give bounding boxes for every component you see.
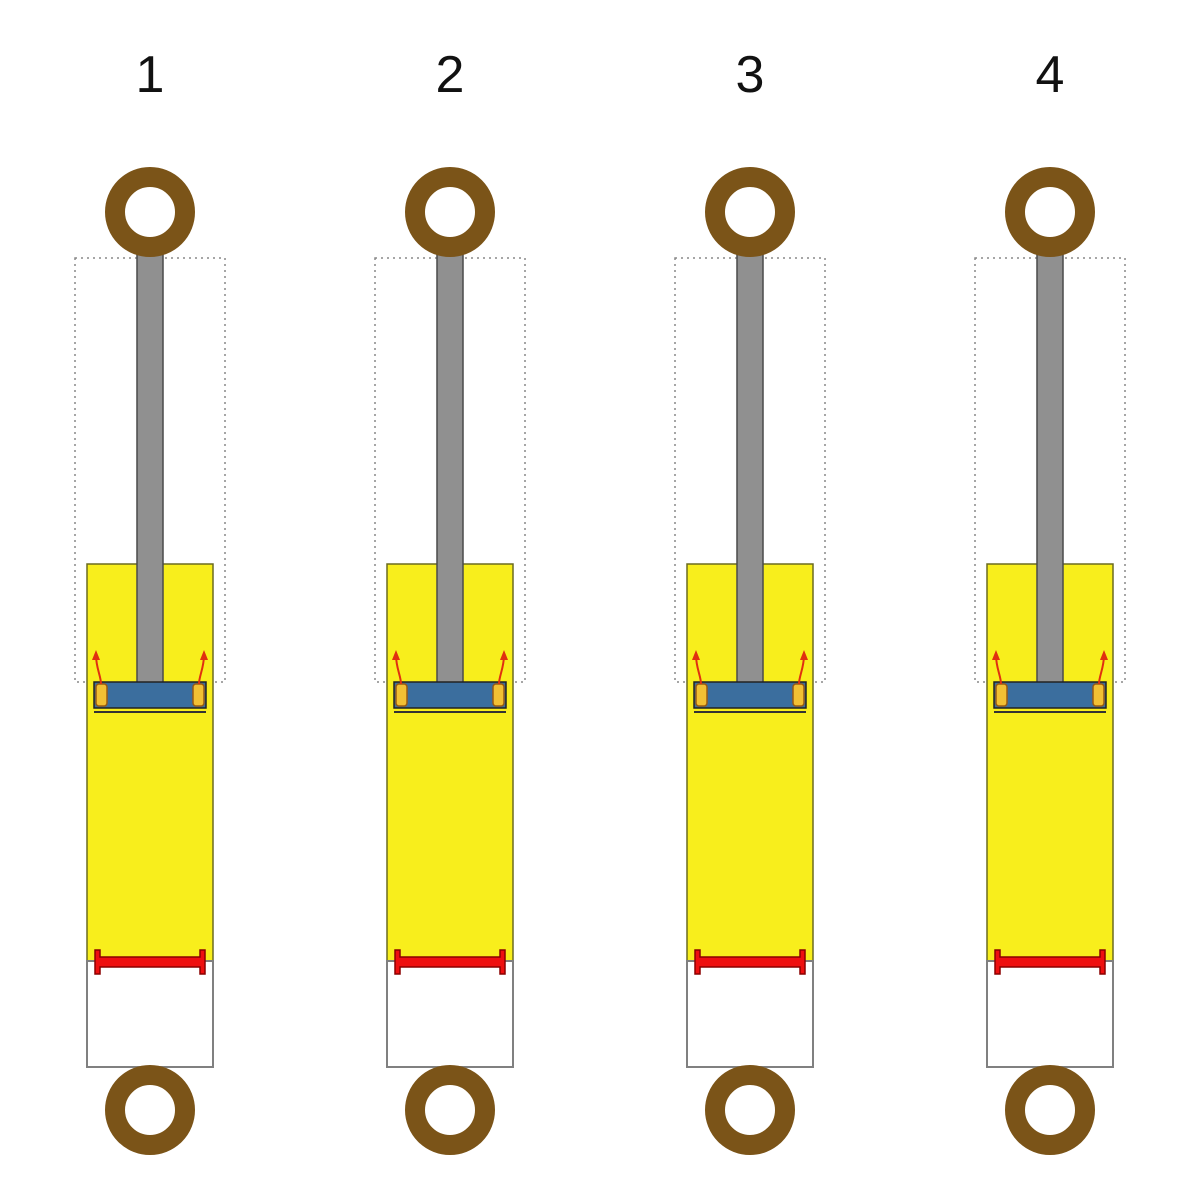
top-mount-eye [705,167,795,257]
shock-absorber-4: 4 [974,46,1126,1155]
valve-left [395,683,408,707]
shock-absorber-3: 3 [674,46,826,1155]
gas-chamber [86,960,214,1068]
shock-label: 4 [1036,46,1065,104]
shock-absorber-2: 2 [374,46,526,1155]
piston [693,681,807,709]
floating-piston [94,949,206,975]
flow-arrowhead-left [692,650,700,660]
shock-absorber-1: 1 [74,46,226,1155]
shock-label: 3 [736,46,765,104]
valve-left [995,683,1008,707]
valve-right [192,683,205,707]
gas-chamber [386,960,514,1068]
piston-rod [136,251,164,685]
bottom-mount-eye [705,1065,795,1155]
valve-right [792,683,805,707]
shock-label: 2 [436,46,465,104]
bottom-mount-eye [105,1065,195,1155]
piston-rod [1036,251,1064,685]
valve-left [95,683,108,707]
flow-arrowhead-right [200,650,208,660]
top-mount-eye [1005,167,1095,257]
gas-chamber [686,960,814,1068]
bottom-mount-eye [405,1065,495,1155]
valve-right [1092,683,1105,707]
flow-arrowhead-right [1100,650,1108,660]
flow-arrowhead-left [392,650,400,660]
floating-piston [694,949,806,975]
flow-arrowhead-right [800,650,808,660]
top-mount-eye [405,167,495,257]
piston-rod [436,251,464,685]
gas-chamber [986,960,1114,1068]
floating-piston [394,949,506,975]
flow-arrowhead-left [92,650,100,660]
piston [393,681,507,709]
valve-right [492,683,505,707]
flow-arrowhead-right [500,650,508,660]
flow-arrowhead-left [992,650,1000,660]
shock-label: 1 [136,46,165,104]
valve-left [695,683,708,707]
piston-rod [736,251,764,685]
floating-piston [994,949,1106,975]
top-mount-eye [105,167,195,257]
piston [993,681,1107,709]
piston [93,681,207,709]
bottom-mount-eye [1005,1065,1095,1155]
